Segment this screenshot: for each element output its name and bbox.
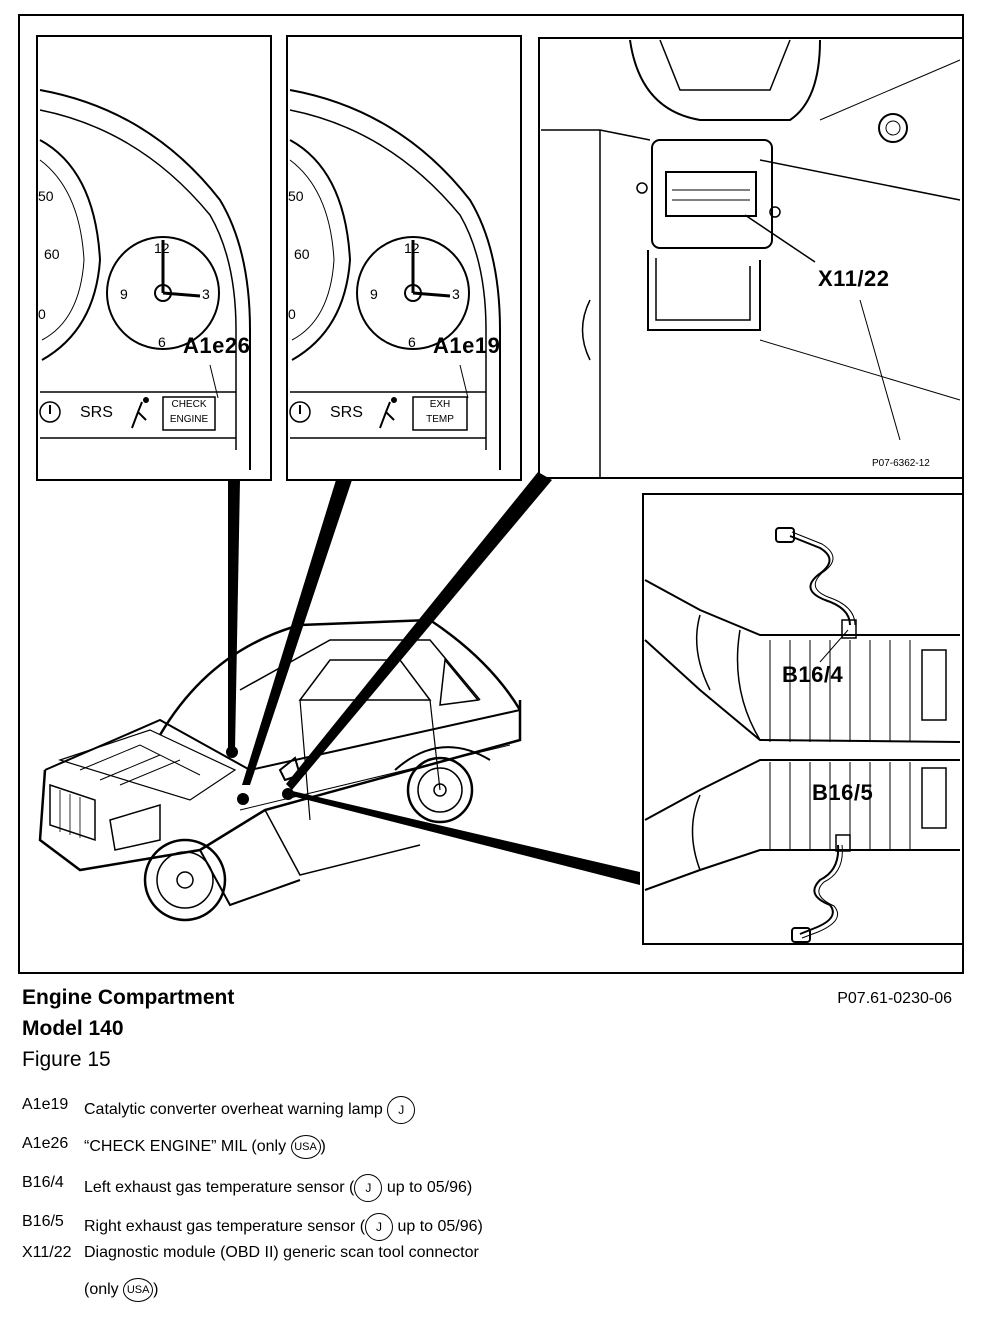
gauge-number: 60	[294, 246, 310, 262]
gauge-number: 0	[288, 306, 296, 322]
caption-title: Engine Compartment	[22, 986, 235, 1009]
lamp-text-line2: ENGINE	[169, 414, 209, 425]
legend-desc: Right exhaust gas temperature sensor (J …	[84, 1213, 483, 1241]
gauge-number: 50	[38, 188, 54, 204]
caption-figure: Figure 15	[22, 1048, 111, 1071]
legend-code: B16/5	[22, 1213, 64, 1230]
clock-number: 3	[202, 286, 210, 302]
srs-lamp-label: SRS	[330, 404, 363, 421]
caption: Engine Compartment Model 140 Figure 15	[22, 982, 234, 1075]
lamp-text-line2: TEMP	[426, 414, 454, 425]
lamp-text-line1: CHECK	[171, 399, 207, 410]
legend-desc: “CHECK ENGINE” MIL (only USA)	[84, 1135, 326, 1159]
legend-desc: Catalytic converter overheat warning lam…	[84, 1096, 416, 1124]
japan-badge-icon: J	[354, 1174, 383, 1202]
clock-number: 6	[408, 334, 416, 350]
legend-code: A1e26	[22, 1135, 69, 1152]
clock-number: 12	[154, 240, 170, 256]
gauge-number: 60	[44, 246, 60, 262]
leader-lines	[226, 472, 640, 885]
panel-a1e19-drawing	[286, 35, 522, 481]
legend-code: A1e19	[22, 1096, 69, 1113]
clock-number: 9	[370, 286, 378, 302]
caption-model: Model 140	[22, 1017, 124, 1040]
clock-number: 12	[404, 240, 420, 256]
drawing-ref: P07-6362-12	[872, 458, 930, 469]
legend-desc: Diagnostic module (OBD II) generic scan …	[84, 1244, 479, 1261]
clock-number: 9	[120, 286, 128, 302]
lamp-text-line1: EXH	[429, 399, 451, 410]
usa-badge-icon: USA	[290, 1135, 321, 1159]
label-a1e26: A1e26	[183, 333, 251, 358]
car-drawing	[38, 618, 522, 922]
legend-code: B16/4	[22, 1174, 64, 1191]
label-b16-4: B16/4	[782, 662, 844, 687]
label-b16-5: B16/5	[812, 780, 874, 805]
japan-badge-icon: J	[365, 1213, 394, 1241]
clock-number: 6	[158, 334, 166, 350]
legend-desc: (only USA)	[84, 1278, 158, 1302]
figure-reference: P07.61-0230-06	[837, 990, 952, 1007]
srs-lamp-label: SRS	[80, 404, 113, 421]
panel-exhaust-drawing	[642, 493, 964, 945]
japan-badge-icon: J	[387, 1096, 416, 1124]
legend-code: X11/22	[22, 1244, 72, 1261]
panel-a1e26-drawing	[36, 35, 272, 481]
panel-x1122-drawing	[538, 37, 964, 479]
label-x11-22: X11/22	[818, 266, 890, 291]
gauge-number: 0	[38, 306, 46, 322]
clock-number: 3	[452, 286, 460, 302]
gauge-number: 50	[288, 188, 304, 204]
legend-desc: Left exhaust gas temperature sensor (J u…	[84, 1174, 472, 1202]
usa-badge-icon: USA	[123, 1278, 154, 1302]
label-a1e19: A1e19	[433, 333, 501, 358]
